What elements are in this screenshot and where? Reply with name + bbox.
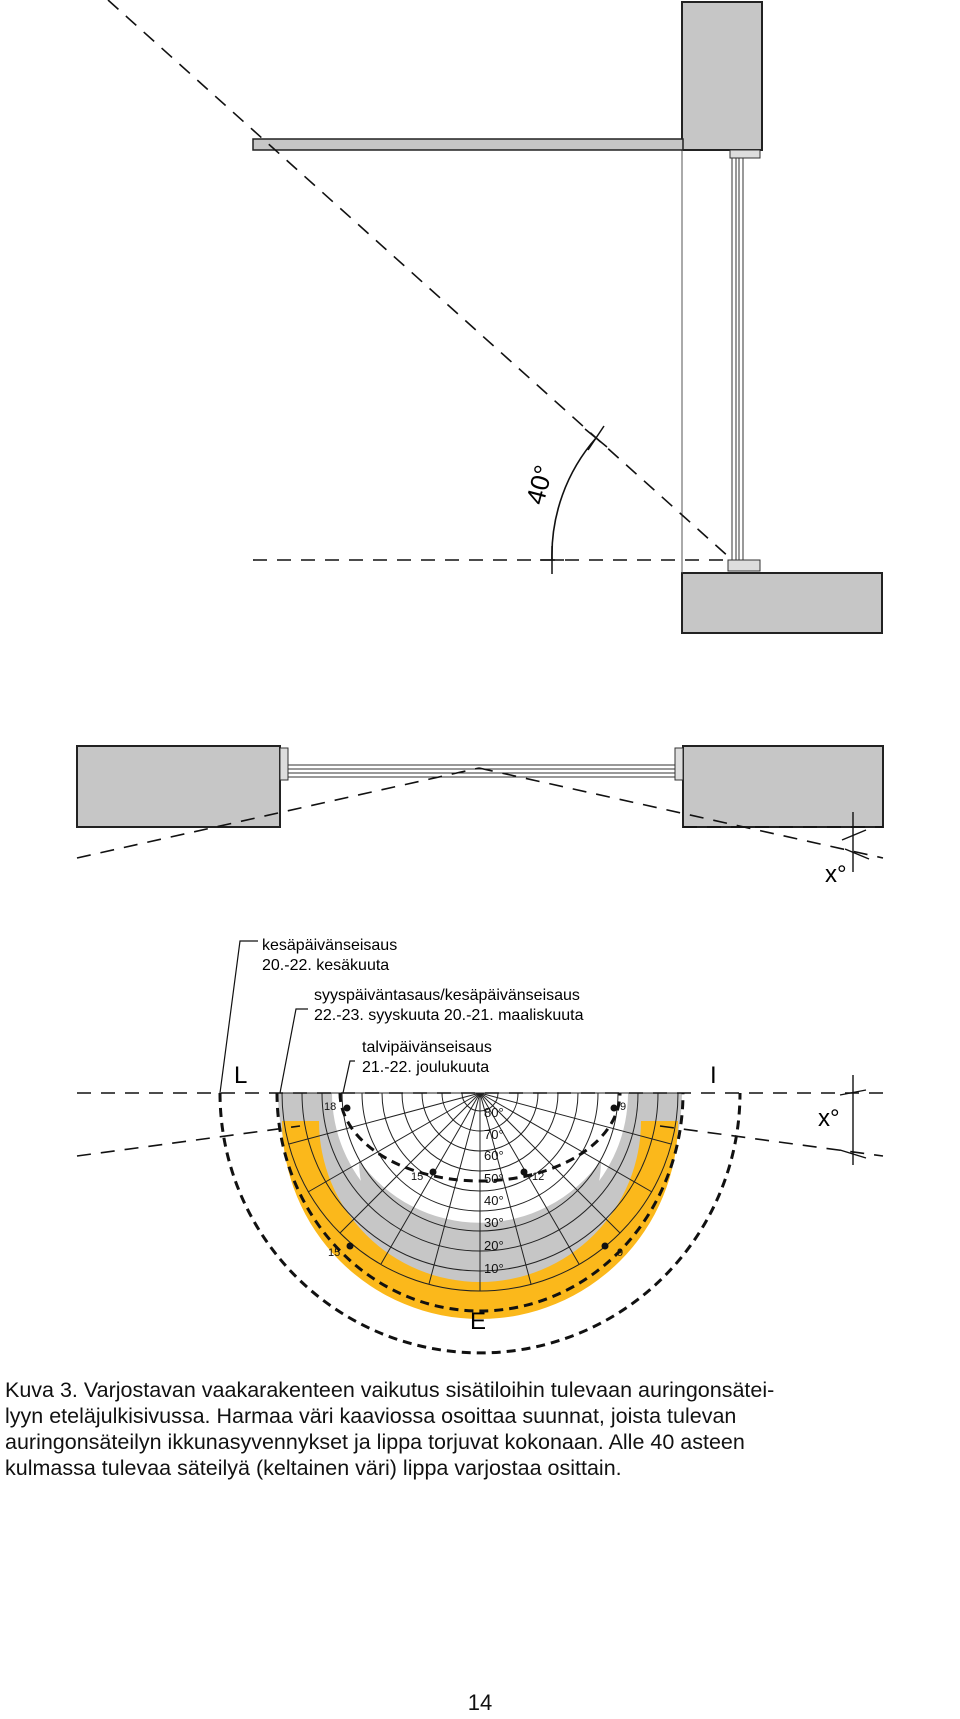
altitude-label: 80° [484, 1105, 504, 1120]
winter-solstice-path [338, 1092, 622, 1183]
right-wall-plan [682, 745, 884, 828]
upper-wall [681, 1, 763, 151]
sun-ray-40deg [107, 0, 731, 559]
winter-solstice-date: 21.-22. joulukuuta [362, 1059, 489, 1076]
equinox-date: 22.-23. syyskuuta 20.-21. maaliskuuta [314, 1007, 584, 1024]
hour-label: 9 [617, 1247, 623, 1259]
hour-dots [343, 1104, 618, 1250]
hour-label: 15 [411, 1171, 423, 1183]
hour-label: 9 [620, 1101, 626, 1113]
altitude-label: 20° [484, 1238, 504, 1253]
altitude-label: 60° [484, 1148, 504, 1163]
shading-figure: 40° x° [76, 0, 884, 1355]
summer-solstice-date: 20.-22. kesäkuuta [262, 957, 389, 974]
page-number: 14 [467, 1690, 493, 1715]
window-plan [279, 747, 684, 781]
leader-lines [219, 940, 355, 1094]
canopy-slab [252, 138, 684, 151]
winter-solstice-label: talvipäivänseisaus [362, 1039, 492, 1056]
direction-south-label: E [470, 1308, 486, 1335]
caption-line: auringonsäteilyn ikkunasyvennykset ja li… [5, 1430, 745, 1454]
sun-paths [218, 1092, 742, 1355]
altitude-label: 70° [484, 1127, 504, 1142]
equinox-label: syyspäiväntasaus/kesäpäivänseisaus [314, 987, 580, 1004]
angle-arc-40 [551, 437, 597, 561]
summer-solstice-label: kesäpäivänseisaus [262, 937, 397, 954]
hour-label: 18 [324, 1101, 336, 1113]
equinox-path [275, 1092, 685, 1313]
lower-wall [681, 572, 883, 634]
direction-west-label: L [234, 1062, 247, 1089]
sun-chart: x° kesäpäivänseisaus 20.-22. kesäkuuta s… [76, 937, 884, 1355]
window-section [727, 149, 761, 572]
caption-line: kulmassa tulevaa säteilyä (keltainen vär… [5, 1456, 622, 1480]
left-wall-plan [76, 745, 281, 828]
altitude-label: 50° [484, 1171, 504, 1186]
altitude-label: 10° [484, 1261, 504, 1276]
summer-solstice-path [218, 1092, 742, 1355]
yellow-zone [282, 1121, 678, 1319]
plan-angle-label: x° [825, 861, 847, 888]
caption-line: lyyn eteläjulkisivussa. Harmaa väri kaav… [5, 1404, 737, 1428]
figure-caption: Kuva 3. Varjostavan vaakarakenteen vaiku… [5, 1377, 955, 1481]
altitude-label: 40° [484, 1193, 504, 1208]
direction-east-label: I [710, 1062, 717, 1089]
elevation-section: 40° [107, 0, 883, 634]
chart-angle-label: x° [818, 1105, 840, 1132]
angle-label-40: 40° [520, 462, 559, 508]
caption-line: Kuva 3. Varjostavan vaakarakenteen vaiku… [5, 1378, 775, 1402]
altitude-label: 30° [484, 1215, 504, 1230]
hour-label: 12 [532, 1171, 544, 1183]
plan-section: x° [76, 745, 884, 888]
hour-label: 15 [328, 1247, 340, 1259]
